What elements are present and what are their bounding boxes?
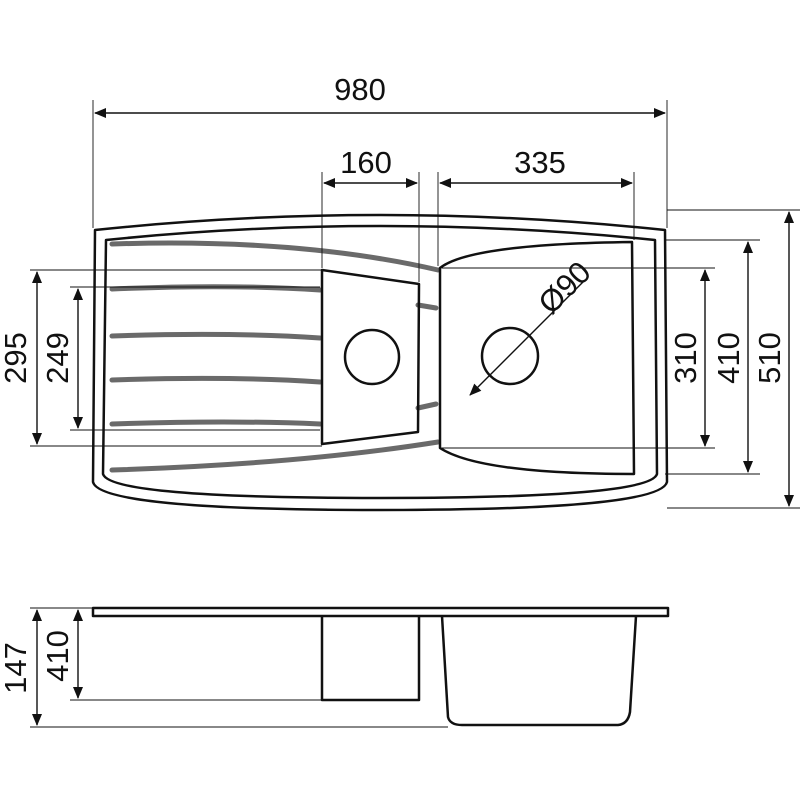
large-bowl xyxy=(438,240,636,476)
large-bowl-drain xyxy=(480,326,540,386)
label-large-bowl-width: 335 xyxy=(514,145,566,180)
label-side-bowl-depth: 410 xyxy=(40,630,75,682)
dimension-labels: 980 160 335 Ø90 295 249 310 410 510 147 … xyxy=(0,72,787,694)
label-small-bowl-width: 160 xyxy=(340,145,392,180)
small-bowl-drain xyxy=(343,328,401,386)
label-drain-diameter: Ø90 xyxy=(531,254,597,320)
sink-inner-rim xyxy=(101,224,659,500)
dimension-lines xyxy=(32,108,794,726)
side-view xyxy=(91,606,670,727)
small-bowl-side xyxy=(320,616,421,702)
drainboard-grooves xyxy=(109,240,441,473)
label-bowl-area-length: 410 xyxy=(711,332,746,384)
top-view xyxy=(91,213,669,512)
label-side-total-height: 147 xyxy=(0,642,33,694)
dim-line-diameter xyxy=(469,280,585,396)
label-overall-width: 980 xyxy=(334,72,386,107)
extension-lines xyxy=(30,100,800,728)
small-bowl xyxy=(320,268,421,446)
sink-outer-rim xyxy=(91,213,669,512)
label-overall-depth: 510 xyxy=(752,332,787,384)
sink-side-rim xyxy=(91,606,670,618)
label-small-bowl-length: 295 xyxy=(0,332,33,384)
large-bowl-side xyxy=(440,615,638,727)
label-small-bowl-inner-length: 249 xyxy=(40,332,75,384)
label-large-bowl-length: 310 xyxy=(668,332,703,384)
